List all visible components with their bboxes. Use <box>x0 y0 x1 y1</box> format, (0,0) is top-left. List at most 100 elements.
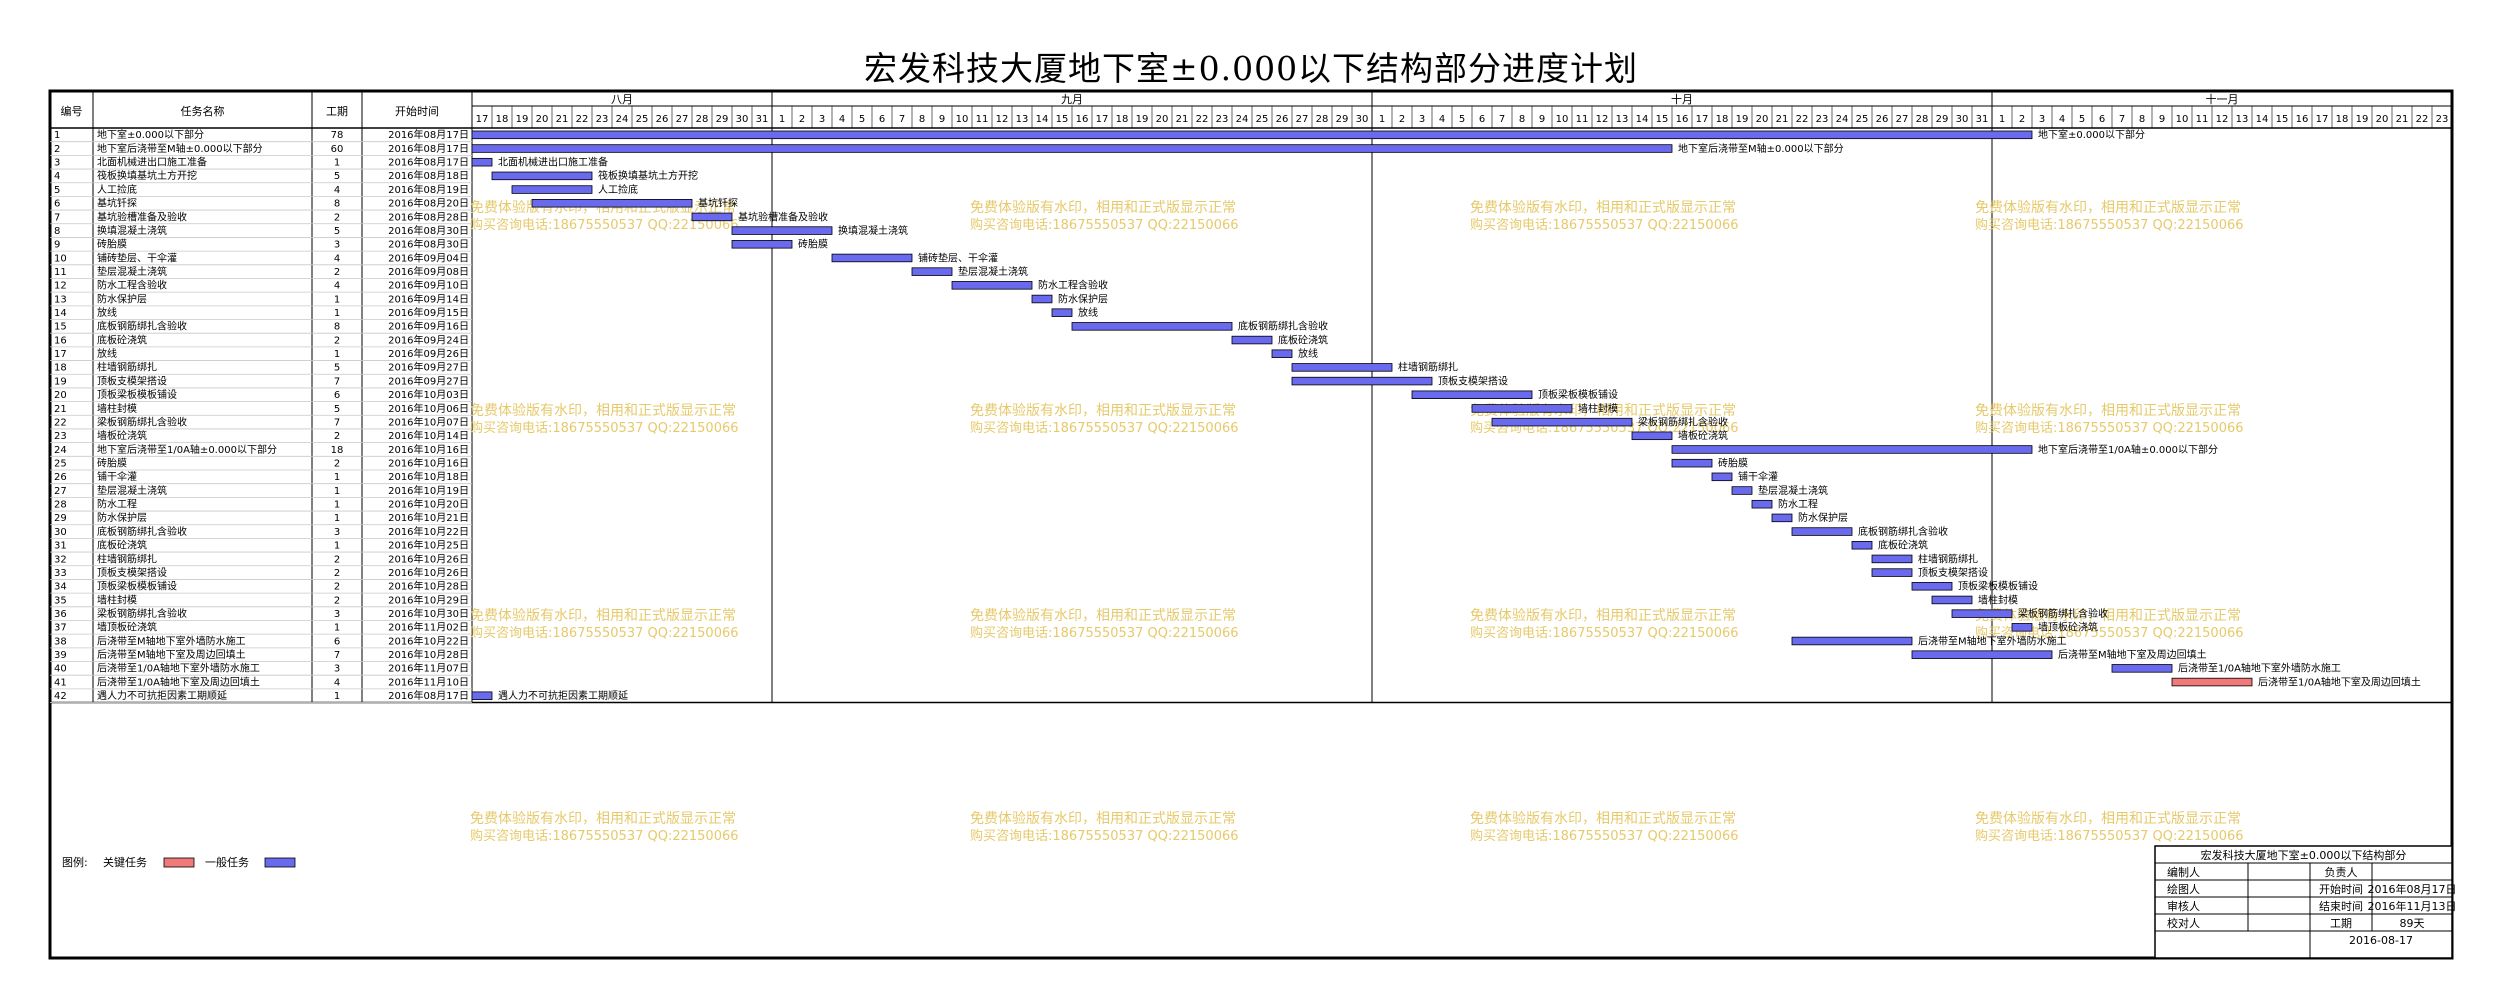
task-start-date: 2016年08月17日 <box>388 142 469 155</box>
task-bar-label: 基坑钎探 <box>698 197 738 210</box>
day-label: 7 <box>899 114 905 125</box>
task-no: 7 <box>54 212 60 223</box>
watermark-text: 免费体验版有水印，相用和正式版显示正常 <box>470 608 736 624</box>
day-label: 18 <box>2336 114 2349 125</box>
task-duration: 7 <box>334 376 340 387</box>
task-bar <box>1951 609 2013 618</box>
day-label: 6 <box>2099 114 2105 125</box>
watermark-text: 购买咨询电话:18675550537 QQ:22150066 <box>1470 828 1739 844</box>
task-no: 25 <box>54 459 67 470</box>
task-name: 后浇带至M轴地下室及周边回填土 <box>97 648 246 661</box>
day-label: 21 <box>1776 114 1789 125</box>
day-label: 9 <box>939 114 945 125</box>
day-label: 7 <box>2119 114 2125 125</box>
watermark-text: 购买咨询电话:18675550537 QQ:22150066 <box>1975 217 2244 233</box>
task-no: 24 <box>54 445 67 456</box>
task-bar-label: 墙柱封模 <box>1978 593 2018 606</box>
task-start-date: 2016年09月04日 <box>388 251 469 264</box>
watermark-text: 购买咨询电话:18675550537 QQ:22150066 <box>470 420 739 436</box>
day-label: 13 <box>1016 114 1029 125</box>
task-name: 后浇带至M轴地下室外墙防水施工 <box>97 634 246 647</box>
task-bar-label: 梁板钢筋绑扎含验收 <box>1638 415 1728 428</box>
task-no: 31 <box>54 541 67 552</box>
day-label: 22 <box>2416 114 2429 125</box>
task-no: 8 <box>54 226 60 237</box>
day-label: 11 <box>976 114 989 125</box>
task-duration: 8 <box>334 322 340 333</box>
task-name: 垫层混凝土浇筑 <box>97 484 167 497</box>
task-bar <box>511 185 593 194</box>
task-bar <box>1291 363 1393 372</box>
task-bar-label: 砖胎膜 <box>1718 457 1748 470</box>
day-label: 16 <box>2296 114 2309 125</box>
info-box <box>2154 845 2453 959</box>
task-duration: 1 <box>334 294 340 305</box>
task-start-date: 2016年09月26日 <box>388 347 469 360</box>
task-start-date: 2016年10月19日 <box>388 484 469 497</box>
task-bar <box>1871 554 1913 564</box>
task-start-date: 2016年10月06日 <box>388 402 469 415</box>
day-label: 28 <box>1916 114 1929 125</box>
day-label: 23 <box>1816 114 1829 125</box>
day-label: 9 <box>2159 114 2165 125</box>
day-label: 21 <box>556 114 569 125</box>
task-no: 16 <box>54 335 67 346</box>
legend-normal-label: 一般任务 <box>205 856 249 869</box>
day-label: 23 <box>596 114 609 125</box>
task-bar <box>1231 335 1273 345</box>
watermark-text: 免费体验版有水印，相用和正式版显示正常 <box>1975 608 2241 624</box>
watermark-text: 购买咨询电话:18675550537 QQ:22150066 <box>970 828 1239 844</box>
task-bar-label: 防水保护层 <box>1798 511 1848 524</box>
task-duration: 4 <box>334 185 340 196</box>
day-label: 8 <box>919 114 925 125</box>
watermark-text: 免费体验版有水印，相用和正式版显示正常 <box>970 200 1236 216</box>
watermark-text: 免费体验版有水印，相用和正式版显示正常 <box>970 608 1236 624</box>
task-name: 顶板支模架搭设 <box>97 566 167 579</box>
day-label: 27 <box>676 114 689 125</box>
task-start-date: 2016年11月07日 <box>388 662 469 675</box>
task-duration: 1 <box>334 623 340 634</box>
day-label: 9 <box>1539 114 1545 125</box>
task-name: 基坑验槽准备及验收 <box>97 210 187 223</box>
task-name: 换填混凝土浇筑 <box>97 224 167 237</box>
month-label: 十一月 <box>2206 92 2239 106</box>
task-no: 22 <box>54 417 67 428</box>
day-label: 31 <box>1976 114 1989 125</box>
day-label: 17 <box>1696 114 1709 125</box>
task-bar-label: 地下室后浇带至M轴±0.000以下部分 <box>1678 142 1844 155</box>
task-bar-label: 墙柱封模 <box>1578 402 1618 415</box>
day-label: 19 <box>2356 114 2369 125</box>
task-name: 垫层混凝土浇筑 <box>97 265 167 278</box>
task-name: 顶板支模架搭设 <box>97 374 167 387</box>
task-bar-label: 砖胎膜 <box>798 238 828 251</box>
day-label: 6 <box>1479 114 1485 125</box>
watermark-text: 购买咨询电话:18675550537 QQ:22150066 <box>970 625 1239 641</box>
task-duration: 1 <box>334 513 340 524</box>
task-name: 顶板梁板模板铺设 <box>97 580 177 593</box>
task-start-date: 2016年10月22日 <box>388 634 469 647</box>
task-start-date: 2016年10月21日 <box>388 511 469 524</box>
day-label: 16 <box>1676 114 1689 125</box>
task-start-date: 2016年08月30日 <box>388 224 469 237</box>
day-label: 20 <box>536 114 549 125</box>
task-duration: 2 <box>334 212 340 223</box>
task-name: 放线 <box>97 347 117 360</box>
task-duration: 5 <box>334 171 340 182</box>
info-box-key: 工期 <box>2330 917 2352 930</box>
task-bar-label: 防水保护层 <box>1058 292 1108 305</box>
task-start-date: 2016年08月17日 <box>388 156 469 169</box>
task-bar <box>1671 445 2033 454</box>
day-label: 26 <box>656 114 669 125</box>
task-bar <box>471 144 1673 153</box>
day-label: 12 <box>996 114 1009 125</box>
task-no: 26 <box>54 472 67 483</box>
task-name: 筏板换填基坑土方开挖 <box>97 169 197 182</box>
day-label: 14 <box>1636 114 1649 125</box>
day-label: 3 <box>819 114 825 125</box>
day-label: 10 <box>2176 114 2189 125</box>
task-name: 墙柱封模 <box>97 402 137 415</box>
task-no: 27 <box>54 486 67 497</box>
task-duration: 2 <box>334 267 340 278</box>
task-bar <box>951 281 1033 290</box>
task-bar <box>1491 417 1633 427</box>
